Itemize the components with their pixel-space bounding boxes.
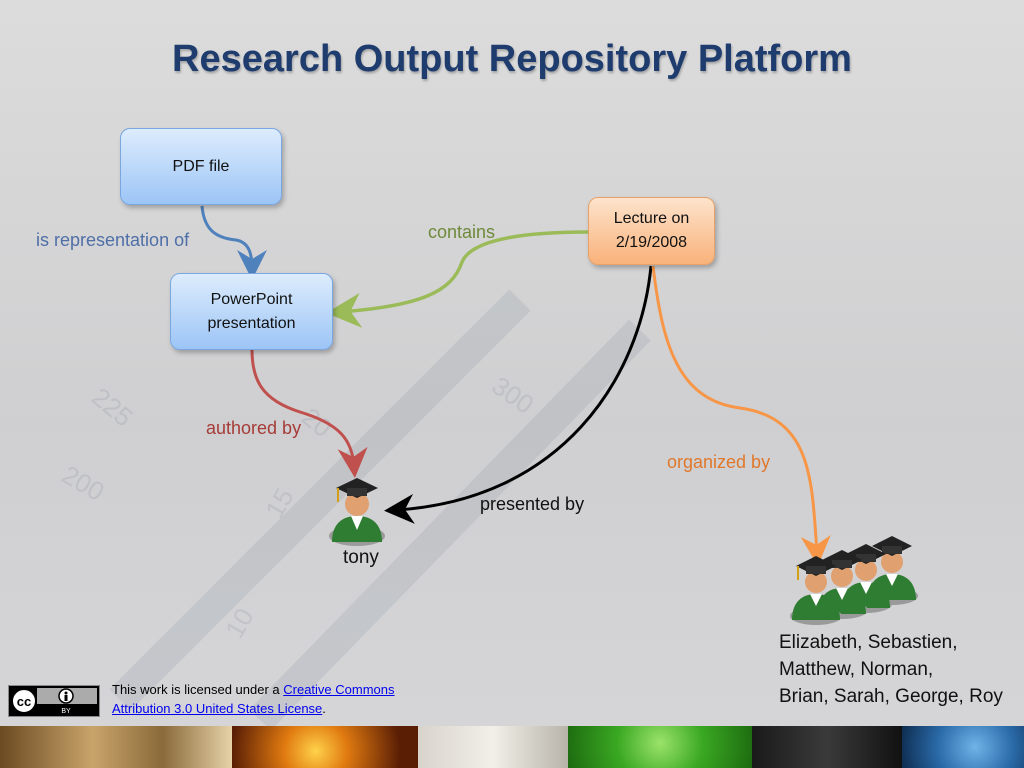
strip-fire-image — [232, 726, 418, 768]
svg-text:BY: BY — [61, 708, 71, 715]
arrow-presented-by — [384, 265, 653, 524]
page-title: Research Output Repository Platform — [172, 38, 852, 80]
strip-paper-image — [418, 726, 568, 768]
label-contains: contains — [428, 222, 496, 242]
node-powerpoint-label: PowerPoint presentation — [207, 290, 296, 332]
label-organized-by: organized by — [667, 452, 771, 472]
label-is-representation-of: is representation of — [36, 230, 190, 250]
presenter-name: tony — [343, 547, 379, 568]
label-presented-by: presented by — [480, 494, 585, 514]
strip-chalkboard-image — [752, 726, 902, 768]
arrow-is-representation-of — [200, 205, 267, 280]
node-pdf-file: PDF file — [120, 128, 282, 205]
strip-green-image — [568, 726, 752, 768]
license-text: This work is licensed under a Creative C… — [112, 680, 395, 718]
node-lecture: Lecture on 2/19/2008 — [588, 197, 715, 265]
arrow-authored-by — [250, 349, 368, 478]
license-link-attribution[interactable]: Attribution 3.0 United States License — [112, 701, 323, 716]
svg-text:cc: cc — [17, 694, 31, 709]
strip-globe-image — [902, 726, 1024, 768]
graduate-icon — [329, 478, 385, 546]
node-powerpoint-presentation: PowerPoint presentation — [170, 273, 333, 350]
arrow-organized-by — [651, 265, 831, 566]
organizer-names: Elizabeth, Sebastien, Matthew, Norman, B… — [779, 632, 1003, 707]
arrow-contains — [326, 230, 589, 328]
cc-by-badge-icon[interactable]: cc BY — [8, 685, 100, 717]
license-prefix: This work is licensed under a — [112, 682, 284, 697]
license-link-creative-commons[interactable]: Creative Commons — [283, 682, 395, 697]
license-suffix: . — [322, 701, 326, 716]
node-pdf-file-label: PDF file — [172, 157, 230, 175]
node-lecture-label: Lecture on 2/19/2008 — [613, 210, 690, 251]
strip-books-image — [0, 726, 232, 768]
bottom-image-strip — [0, 726, 1024, 768]
label-authored-by: authored by — [206, 418, 302, 438]
graduate-group-icon — [790, 536, 918, 625]
